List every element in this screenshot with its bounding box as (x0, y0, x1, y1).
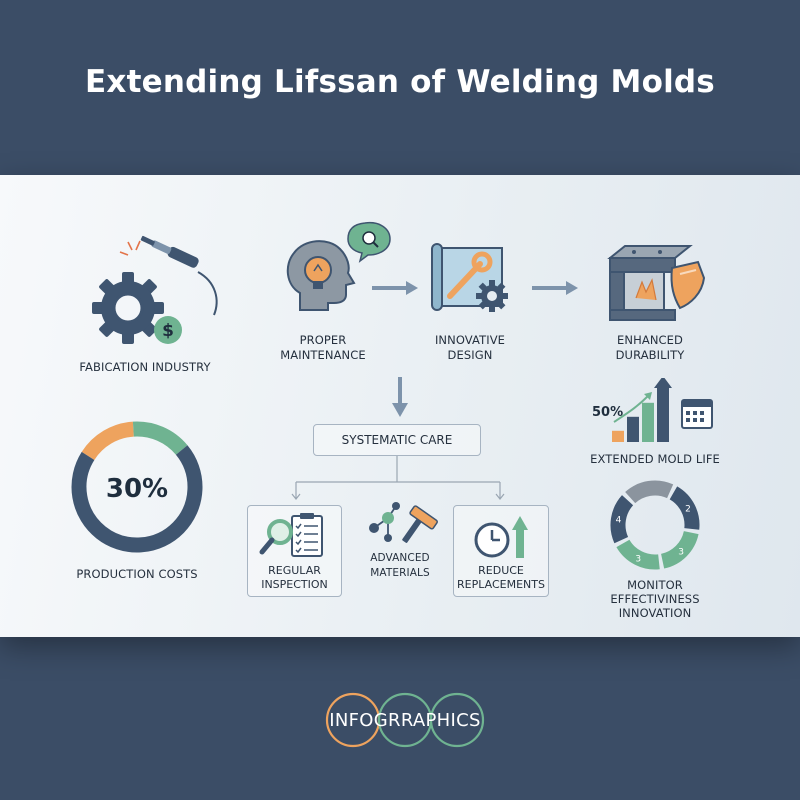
monitor-segment-0 (625, 480, 674, 504)
footer-logo: INFOGRRAPHICS (315, 690, 495, 750)
molecule-hammer-icon (369, 502, 438, 543)
monitor-segment-label-3: 3 (635, 554, 641, 564)
mold-life-bar-2 (642, 402, 654, 442)
calendar-icon (681, 399, 713, 429)
mold-life-bar-3 (657, 386, 669, 442)
arrow-down-icon (392, 377, 408, 417)
head-lightbulb-icon (286, 221, 391, 311)
mold-life-bar-0 (612, 430, 624, 442)
page-title: Extending Lifssan of Welding Molds (85, 63, 715, 100)
systematic-care-box: SYSTEMATIC CARE (313, 424, 481, 456)
mold-life-value-text: 50% (592, 405, 623, 420)
clock-arrow-up-icon (474, 516, 528, 558)
monitor-segment-4 (610, 495, 634, 544)
logo-rings-icon (325, 692, 485, 748)
monitor-cycle-ring: 2 3 3 4 (610, 480, 700, 570)
clipboard-magnifier-icon (259, 513, 323, 557)
blueprint-wrench-gear-icon (431, 243, 508, 312)
mold-life-bar-chart: 50% (592, 378, 713, 442)
gear-dollar-torch-icon: $ (92, 235, 218, 344)
monitor-segment-label-4: 4 (616, 516, 622, 526)
connector-lines (291, 456, 505, 500)
mold-life-arrow (654, 378, 672, 388)
mold-shield-icon (607, 245, 706, 321)
extended-mold-life-label: EXTENDED MOLD LIFE (590, 452, 720, 466)
monitor-segment-1 (669, 486, 700, 530)
svg-text:$: $ (162, 321, 174, 341)
systematic-care-label: SYSTEMATIC CARE (341, 433, 453, 447)
gauge-segment-1 (132, 421, 188, 456)
mold-life-bar-1 (627, 416, 639, 442)
gauge-segment-0 (81, 421, 135, 461)
monitor-segment-label-2: 3 (678, 548, 684, 558)
advanced-materials-label: ADVANCED MATERIALS (370, 552, 430, 579)
arrow-right-icon (372, 281, 418, 295)
production-costs-label: PRODUCTION COSTS (76, 567, 198, 581)
arrow-right-icon (532, 281, 578, 295)
gauge-segment-2 (71, 445, 203, 553)
monitor-segment-label-1: 2 (685, 505, 691, 515)
production-costs-gauge: 30% (71, 421, 203, 553)
logo-text: INFOGRRAPHICS (329, 710, 481, 731)
gauge-value-text: 30% (106, 474, 168, 504)
monitor-segment-2 (660, 530, 699, 569)
monitor-segment-3 (616, 539, 660, 570)
header-banner: Extending Lifssan of Welding Molds (0, 0, 800, 175)
fabrication-industry-label: FABICATION INDUSTRY (79, 360, 211, 374)
